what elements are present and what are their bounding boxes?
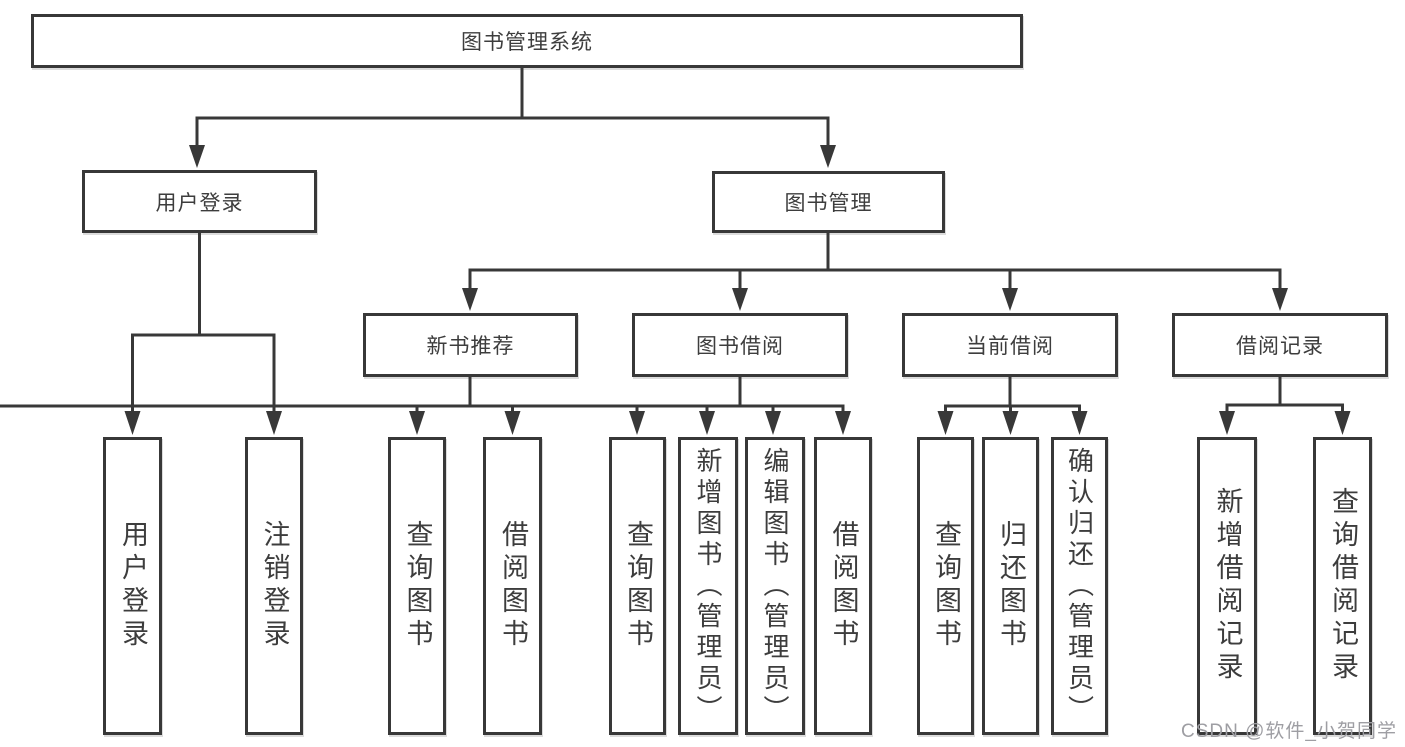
connector-user-login-to-leaves bbox=[124, 232, 282, 435]
leaf-query-books-recommend: 查询图书 bbox=[388, 437, 446, 735]
connector-book-mgmt-to-sections bbox=[462, 232, 1288, 311]
connector-root-to-branches bbox=[189, 66, 836, 168]
leaf-add-books-admin: 新增图书（管理员） bbox=[678, 437, 738, 735]
leaf-confirm-return-admin: 确认归还（管理员） bbox=[1051, 437, 1108, 735]
node-user-login-branch: 用户登录 bbox=[82, 170, 317, 233]
leaf-logout-login: 注销登录 bbox=[245, 437, 303, 735]
csdn-watermark: CSDN @软件_小贺同学 bbox=[1181, 721, 1397, 742]
connector-book-borrow-to-leaves bbox=[0, 376, 851, 435]
node-current-borrow: 当前借阅 bbox=[902, 313, 1118, 377]
node-root: 图书管理系统 bbox=[31, 14, 1023, 68]
node-borrow-records: 借阅记录 bbox=[1172, 313, 1388, 377]
leaf-borrow-books: 借阅图书 bbox=[814, 437, 872, 735]
node-new-book-recommend: 新书推荐 bbox=[363, 313, 578, 377]
node-book-borrow: 图书借阅 bbox=[632, 313, 848, 377]
connector-current-borrow-to-leaves bbox=[937, 376, 1088, 435]
leaf-edit-books-admin: 编辑图书（管理员） bbox=[745, 437, 805, 735]
leaf-query-borrow-record: 查询借阅记录 bbox=[1313, 437, 1372, 735]
leaf-query-books-current: 查询图书 bbox=[917, 437, 974, 735]
connector-borrow-records-to-leaves bbox=[1219, 376, 1351, 435]
node-book-management-branch: 图书管理 bbox=[712, 171, 945, 233]
leaf-return-books: 归还图书 bbox=[982, 437, 1039, 735]
leaf-add-borrow-record: 新增借阅记录 bbox=[1197, 437, 1257, 735]
leaf-user-login: 用户登录 bbox=[103, 437, 162, 735]
leaf-query-books-borrow: 查询图书 bbox=[609, 437, 666, 735]
leaf-borrow-books-recommend: 借阅图书 bbox=[483, 437, 542, 735]
